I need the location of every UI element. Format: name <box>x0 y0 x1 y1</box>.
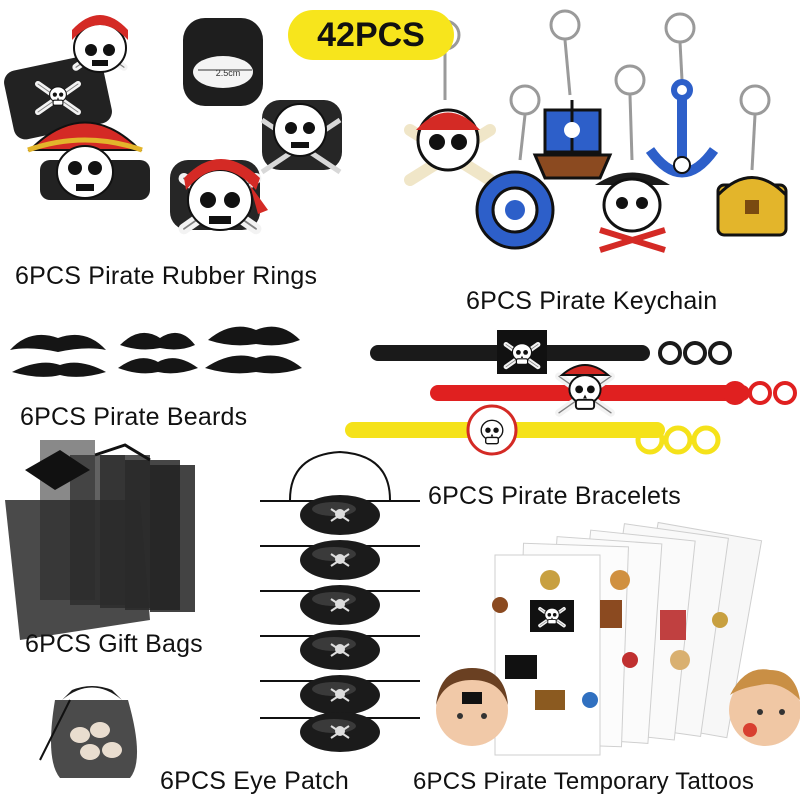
rings-label: 6PCS Pirate Rubber Rings <box>15 262 318 290</box>
child-face-tattoo-right <box>729 669 800 746</box>
eye-patches-image <box>259 450 421 753</box>
ring-size-mark: 2.5cm <box>216 68 241 78</box>
eye-patch-label: 6PCS Eye Patch <box>160 767 350 795</box>
ship-wheel-icon <box>475 170 555 250</box>
swords-skull-ring <box>260 100 342 175</box>
keychain-label: 6PCS Pirate Keychain <box>466 287 718 315</box>
rubber-rings-image: 2.5cm <box>4 15 342 230</box>
treasure-chest-icon <box>716 176 788 237</box>
plain-ring: 2.5cm <box>183 18 263 106</box>
bracelets-image <box>345 330 797 456</box>
count-badge: 42PCS <box>288 10 454 60</box>
child-face-tattoo-left <box>436 668 508 746</box>
yellow-bracelet <box>345 404 721 456</box>
black-bracelet <box>370 330 732 374</box>
bracelets-label: 6PCS Pirate Bracelets <box>428 482 681 510</box>
flag-ring <box>4 54 112 140</box>
beards-image <box>10 326 302 377</box>
pirate-ship-icon <box>532 100 613 180</box>
hat-skull-ring <box>27 121 150 200</box>
red-bracelet <box>430 364 797 413</box>
keychains-image <box>404 9 788 253</box>
beards-label: 6PCS Pirate Beards <box>20 403 248 431</box>
tattoo-designs <box>492 570 728 710</box>
tattoo-sheets <box>494 521 763 756</box>
candy-bag-image <box>39 686 138 778</box>
bandana-skull-ring-1 <box>72 15 128 73</box>
anchor-icon <box>645 79 719 178</box>
gift-bags-label: 6PCS Gift Bags <box>25 630 203 658</box>
gift-bags-image <box>5 440 195 640</box>
pirate-hat-skull-icon <box>595 172 670 253</box>
bandana-skull-ring-2 <box>170 159 268 230</box>
tattoos-label: 6PCS Pirate Temporary Tattoos <box>413 768 755 795</box>
tattoos-image <box>436 521 800 756</box>
skull-crossbones-icon <box>404 108 496 186</box>
